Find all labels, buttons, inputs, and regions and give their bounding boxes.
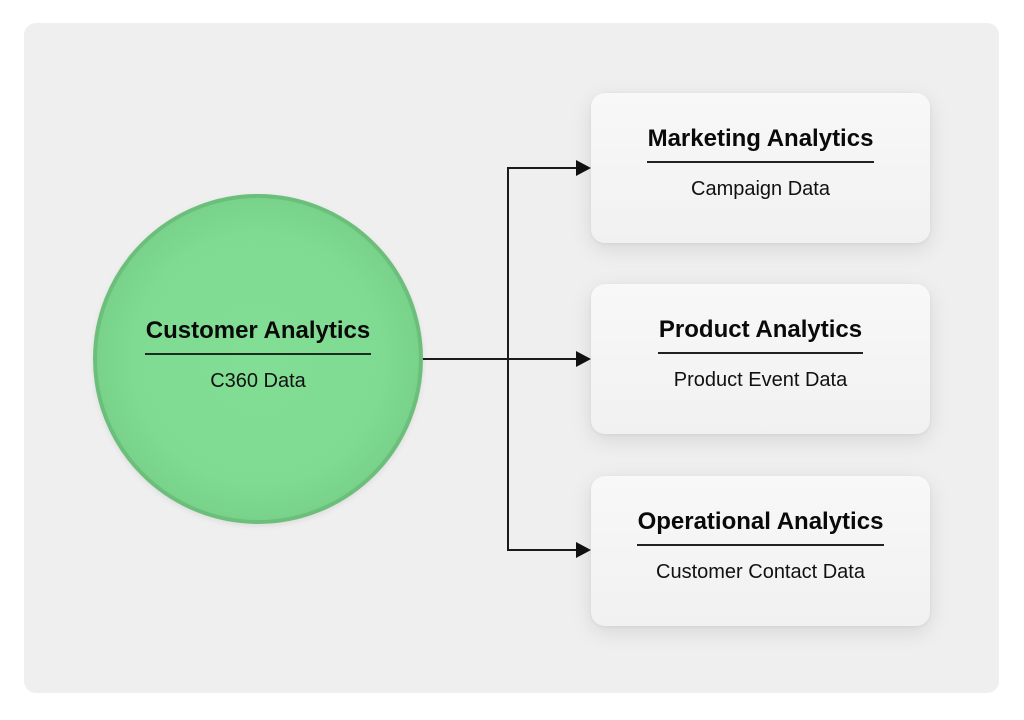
hub-node-customer-analytics[interactable]: Customer Analytics C360 Data: [93, 194, 423, 524]
node-title: Operational Analytics: [636, 508, 885, 546]
node-marketing-analytics[interactable]: Marketing Analytics Campaign Data: [591, 93, 930, 243]
node-title: Marketing Analytics: [646, 125, 875, 163]
node-subtitle: Campaign Data: [691, 178, 830, 200]
hub-title: Customer Analytics: [144, 317, 372, 355]
node-subtitle: Product Event Data: [673, 369, 848, 391]
node-subtitle: Customer Contact Data: [656, 561, 865, 583]
edge-arrow-marketing: [507, 160, 591, 176]
node-product-analytics[interactable]: Product Analytics Product Event Data: [591, 284, 930, 434]
node-operational-analytics[interactable]: Operational Analytics Customer Contact D…: [591, 476, 930, 626]
arrowhead-icon: [576, 160, 591, 176]
hub-subtitle: C360 Data: [210, 370, 306, 392]
edge-arrow-operational: [507, 542, 591, 558]
edge-arrow-product: [508, 351, 591, 367]
hub-content: Customer Analytics C360 Data: [97, 317, 419, 393]
arrowhead-icon: [576, 351, 591, 367]
arrowhead-icon: [576, 542, 591, 558]
node-title: Product Analytics: [657, 316, 864, 354]
